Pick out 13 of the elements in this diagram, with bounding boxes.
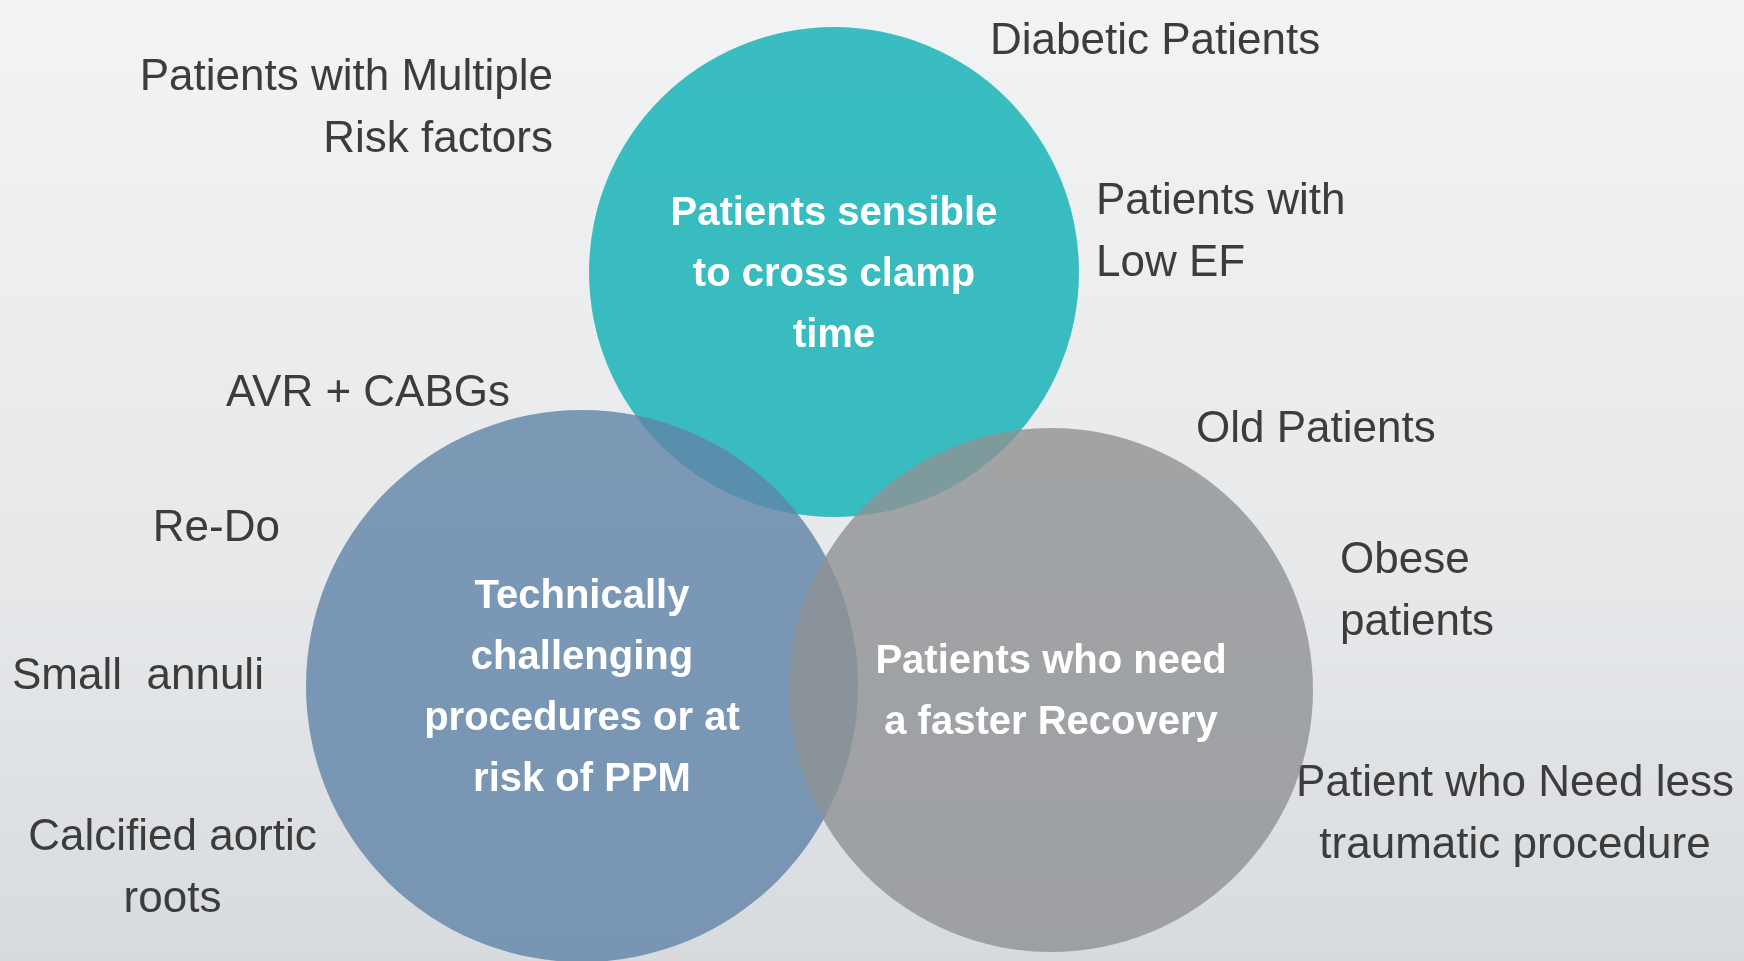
category-label: Calcified aortic roots bbox=[27, 809, 318, 923]
circle-label: Technically challenging procedures or at risk of PPM bbox=[423, 571, 741, 801]
category-label: Patients with Multiple Risk factors bbox=[138, 49, 553, 163]
category-label: Obese patients bbox=[1340, 532, 1496, 646]
circle-label: Patients who need a faster Recovery bbox=[874, 636, 1228, 744]
category-label: Diabetic Patients bbox=[990, 13, 1322, 65]
category-label: AVR + CABGs bbox=[224, 365, 510, 417]
circle-label: Patients sensible to cross clamp time bbox=[669, 187, 999, 357]
category-label: Old Patients bbox=[1196, 401, 1437, 453]
category-label: Re-Do bbox=[151, 500, 280, 552]
category-label: Small annuli bbox=[12, 648, 265, 700]
category-label: Patients with Low EF bbox=[1096, 173, 1347, 287]
category-label: Patient who Need less traumatic procedure bbox=[1295, 755, 1735, 869]
